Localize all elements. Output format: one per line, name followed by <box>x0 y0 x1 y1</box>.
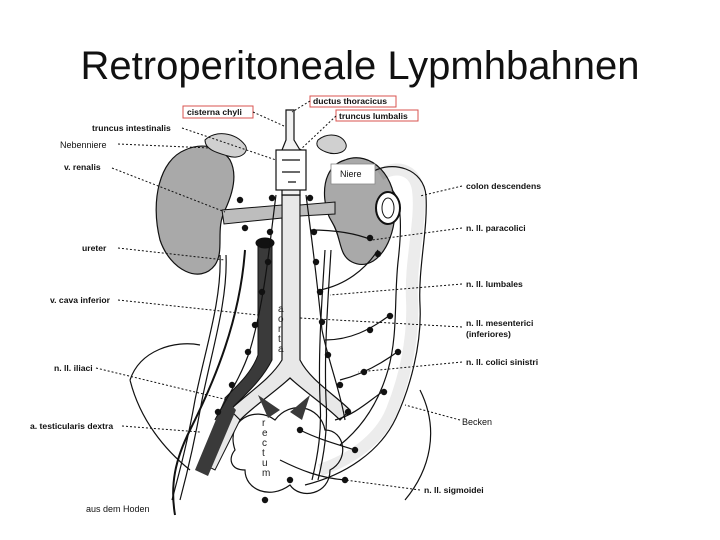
svg-text:c: c <box>262 438 267 449</box>
ureter-right-2 <box>179 254 227 501</box>
testicular-vessel <box>172 249 246 516</box>
pelvis-outline <box>129 343 432 501</box>
cisterna-detail <box>282 159 300 183</box>
niere-box <box>330 163 376 185</box>
truncus-lumbalis-box <box>335 109 419 122</box>
ureter-left <box>311 249 326 481</box>
lymph-paracolic <box>309 229 401 421</box>
slide-title: Retroperitoneale Lypmhbahnen <box>80 44 640 88</box>
ureter-left-2 <box>317 249 332 481</box>
ureter-right <box>171 254 221 501</box>
label-a-testicularis: a. testicularis dextra <box>30 421 113 431</box>
label-nebenniere: Nebenniere <box>60 140 107 150</box>
svg-text:m: m <box>262 468 270 479</box>
label-ductus-thoracicus: ductus thoracicus <box>313 96 387 106</box>
label-colon-descendens: colon descendens <box>466 181 541 191</box>
label-n-paracolici: n. ll. paracolici <box>466 223 526 233</box>
label-becken: Becken <box>462 417 492 427</box>
v-iliaca <box>195 398 236 476</box>
svg-text:t: t <box>278 334 281 345</box>
aorta <box>229 194 351 421</box>
label-n-mesenterici-inferiores: (inferiores) <box>466 329 511 339</box>
label-truncus-lumbalis: truncus lumbalis <box>339 111 408 121</box>
lymph-chain-left <box>305 194 346 421</box>
cisterna-chyli-shape <box>275 149 307 191</box>
right-kidney <box>155 145 235 275</box>
lymph-sigmoid <box>279 429 356 481</box>
colon-cross-section <box>375 191 401 225</box>
aorta-vertical-label: a o r t a <box>278 304 284 355</box>
lymph-nodes <box>214 194 402 504</box>
rectum-vertical-label: r e c t u m <box>262 418 270 479</box>
svg-text:t: t <box>262 448 265 459</box>
label-niere: Niere <box>340 169 362 179</box>
svg-text:r: r <box>278 324 282 335</box>
sigmoid-loops <box>230 407 344 494</box>
svg-text:r: r <box>262 418 266 429</box>
label-truncus-intestinalis: truncus intestinalis <box>92 123 171 133</box>
svg-text:a: a <box>278 344 284 355</box>
svg-text:a: a <box>278 304 284 315</box>
left-adrenal <box>316 134 347 155</box>
vena-cava-opening <box>255 237 275 249</box>
svg-text:u: u <box>262 458 268 469</box>
label-n-sigmoidei: n. ll. sigmoidei <box>424 485 484 495</box>
label-aus-dem-hoden: aus dem Hoden <box>86 504 150 514</box>
colon-lumen <box>381 197 395 219</box>
colon-outline-inner <box>339 189 402 446</box>
colon-descendens <box>318 163 425 476</box>
svg-text:o: o <box>278 314 284 325</box>
label-v-renalis: v. renalis <box>64 162 101 172</box>
leader-lines <box>95 100 463 491</box>
colon-outline-outer <box>304 166 427 486</box>
v-renalis-vessel <box>221 204 283 225</box>
iliac-bifurcation-veins <box>258 395 310 420</box>
label-v-cava-inferior: v. cava inferior <box>50 295 111 305</box>
label-n-colici: n. ll. colici sinistri <box>466 357 538 367</box>
label-cisterna-chyli: cisterna chyli <box>187 107 242 117</box>
right-adrenal <box>204 133 247 158</box>
left-kidney <box>323 157 396 265</box>
label-n-mesenterici: n. ll. mesenterici <box>466 318 533 328</box>
label-n-iliaci: n. ll. iliaci <box>54 363 93 373</box>
left-renal-vessel <box>299 201 336 217</box>
svg-text:e: e <box>262 428 268 439</box>
label-n-lumbales: n. ll. lumbales <box>466 279 523 289</box>
label-ureter: ureter <box>82 243 107 253</box>
